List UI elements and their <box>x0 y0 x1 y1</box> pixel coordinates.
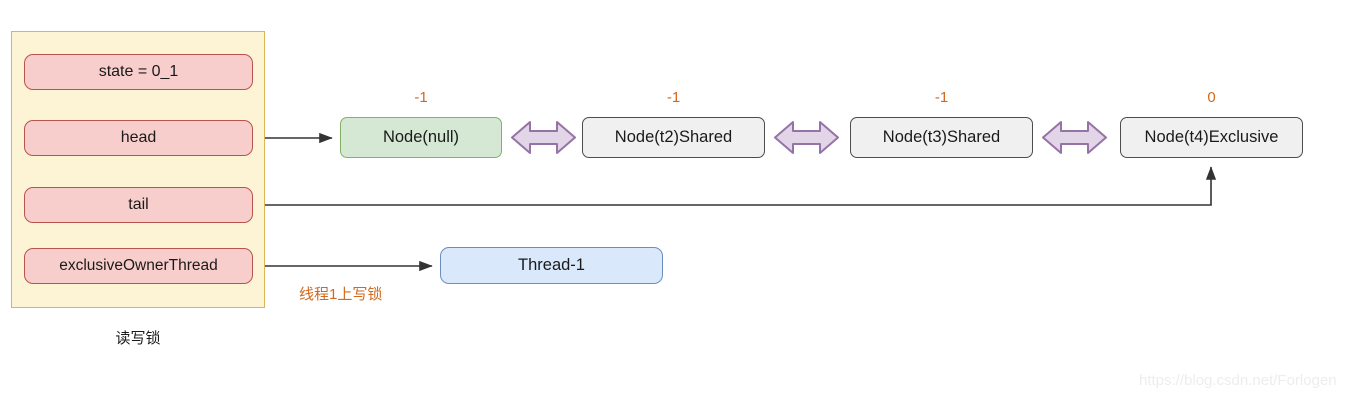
watermark: https://blog.csdn.net/Forlogen <box>1139 372 1337 389</box>
wait-status-node-3: 0 <box>1207 89 1216 106</box>
queue-node-head[interactable]: Node(null) <box>340 117 502 158</box>
queue-node-t4-exclusive[interactable]: Node(t4)Exclusive <box>1120 117 1303 158</box>
field-tail-label: tail <box>128 196 149 213</box>
node-link-arrow-2 <box>774 121 839 154</box>
node-link-arrow-1 <box>511 121 576 154</box>
field-exclusive-owner-thread-label: exclusiveOwnerThread <box>59 257 218 274</box>
queue-node-t2-shared-label: Node(t2)Shared <box>614 128 733 146</box>
tail-pointer-line <box>253 166 1217 206</box>
wait-status-node-1: -1 <box>666 89 681 106</box>
queue-node-t3-shared[interactable]: Node(t3)Shared <box>850 117 1033 158</box>
queue-node-t4-exclusive-label: Node(t4)Exclusive <box>1144 128 1279 146</box>
lock-caption: 读写锁 <box>115 330 161 347</box>
queue-node-head-label: Node(null) <box>382 128 460 146</box>
write-lock-annotation: 线程1上写锁 <box>299 286 383 303</box>
field-head[interactable]: head <box>24 120 253 156</box>
thread-box-label: Thread-1 <box>518 256 585 274</box>
field-state-label: state = 0_1 <box>98 63 179 80</box>
queue-node-t2-shared[interactable]: Node(t2)Shared <box>582 117 765 158</box>
node-link-arrow-3 <box>1042 121 1107 154</box>
wait-status-node-0: -1 <box>414 89 428 106</box>
field-head-label: head <box>120 129 157 146</box>
thread-box[interactable]: Thread-1 <box>440 247 663 284</box>
field-tail[interactable]: tail <box>24 187 253 223</box>
field-state[interactable]: state = 0_1 <box>24 54 253 90</box>
wait-status-node-2: -1 <box>934 89 949 106</box>
field-exclusive-owner-thread[interactable]: exclusiveOwnerThread <box>24 248 253 284</box>
queue-node-t3-shared-label: Node(t3)Shared <box>882 128 1001 146</box>
